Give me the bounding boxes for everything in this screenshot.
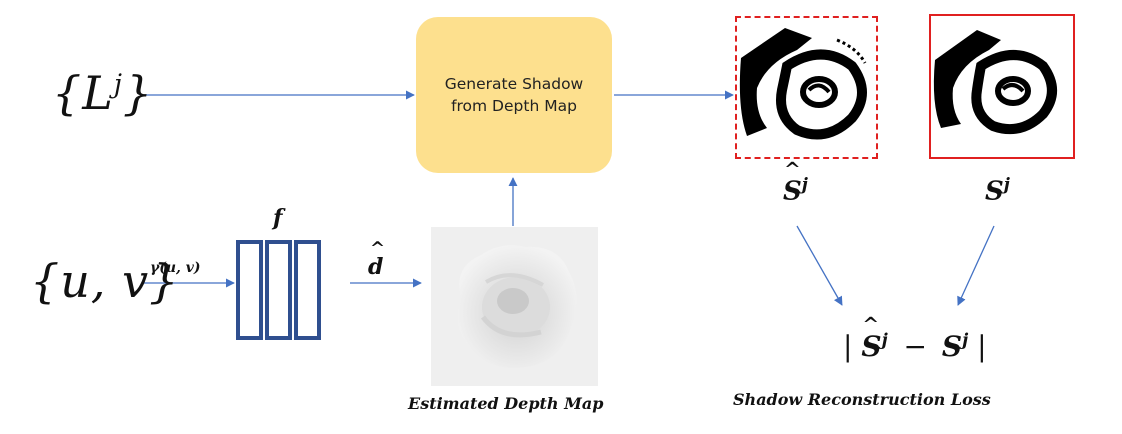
depth-map-image (431, 227, 598, 386)
rose-shadow-icon (739, 28, 867, 140)
light-set-label: {Lj} (52, 66, 154, 120)
generate-box-line-2: from Depth Map (451, 97, 577, 115)
network-label: f (273, 205, 283, 231)
loss-expression: | ^ Sj − Sj | (843, 312, 987, 363)
predicted-shadow-label: ^ Sj (783, 157, 808, 207)
generate-box-line-1: Generate Shadow (444, 75, 584, 93)
network-layer-2 (265, 240, 292, 340)
loss-caption: Shadow Reconstruction Loss (733, 390, 991, 409)
ground-truth-shadow-image (929, 14, 1075, 159)
predicted-shadow-image (735, 16, 878, 159)
rose-shadow-icon (933, 30, 1057, 134)
rose-depth-icon (457, 245, 577, 368)
arrow-gt-to-loss (957, 225, 995, 306)
network-layer-3 (294, 240, 321, 340)
network-layer-1 (236, 240, 263, 340)
positional-encoding-label: γ(u, v) (150, 260, 201, 276)
depth-estimate-symbol: ^ d (368, 238, 386, 280)
arrow-pred-to-loss (796, 225, 843, 306)
uv-set-label: {u, v} (30, 254, 180, 308)
generate-shadow-box: Generate Shadow from Depth Map (416, 17, 612, 173)
depth-map-caption: Estimated Depth Map (408, 394, 604, 413)
ground-truth-shadow-label: Sj (985, 175, 1010, 207)
